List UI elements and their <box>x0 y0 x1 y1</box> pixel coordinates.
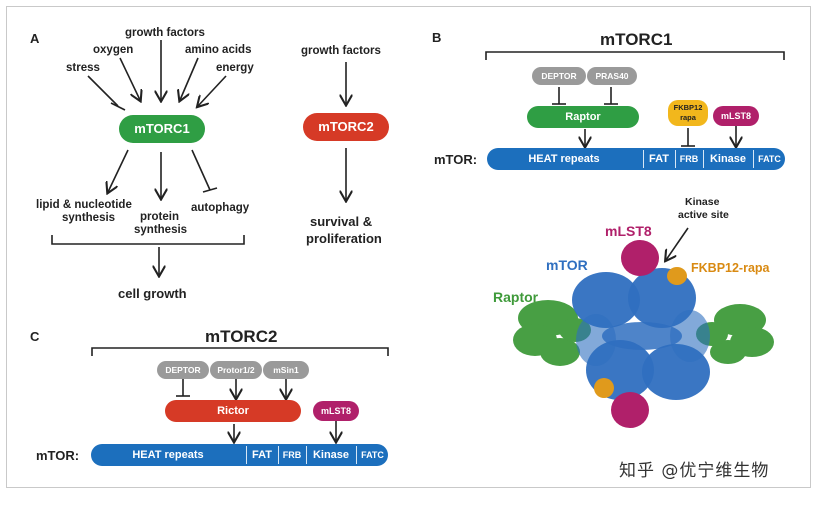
kinase-c: Kinase <box>312 449 350 461</box>
autophagy-label: autophagy <box>191 202 250 214</box>
kinase-site-label-1: Kinase <box>685 196 720 208</box>
proliferation-label: proliferation <box>306 231 382 246</box>
mtorc1-node: mTORC1 <box>119 115 205 143</box>
mtor-c-label: mTOR: <box>36 448 80 463</box>
divider <box>703 150 704 168</box>
mlst8-b-node: mLST8 <box>713 106 759 126</box>
cell-growth-bracket <box>51 235 245 245</box>
raptor-node: Raptor <box>527 106 639 128</box>
kinase-site-arrow <box>666 227 689 260</box>
autophagy-inhibit-line <box>191 149 211 191</box>
protor-node: Protor1/2 <box>210 361 262 379</box>
autophagy-inhibit-bar <box>202 187 218 193</box>
pras40-node: PRAS40 <box>587 67 637 85</box>
frb-c: FRB <box>282 450 302 460</box>
fkbp-node: FKBP12 rapa <box>668 100 708 126</box>
lipid-label: lipid & nucleotide <box>36 199 132 211</box>
stress-inhibit-bar <box>110 102 126 111</box>
panel-c-label: C <box>30 329 40 344</box>
watermark: 知乎 @优宁维生物 <box>619 461 770 481</box>
oxygen-label: oxygen <box>93 44 134 56</box>
mtorc1-structure <box>513 240 774 428</box>
oxygen-arrow <box>119 57 140 100</box>
mtor-b-domain-bar: HEAT repeats FAT FRB Kinase FATC <box>487 148 785 170</box>
mtorc2-bracket <box>91 347 389 356</box>
cell-growth-label: cell growth <box>118 286 187 301</box>
divider <box>356 446 357 464</box>
kinase-b: Kinase <box>709 153 747 165</box>
mtorc2-node: mTORC2 <box>303 113 389 141</box>
divider <box>306 446 307 464</box>
divider <box>753 150 754 168</box>
frb-b: FRB <box>679 154 699 164</box>
msin1-node: mSin1 <box>263 361 309 379</box>
fat-c: FAT <box>252 449 272 461</box>
mlst8-structure-label: mLST8 <box>605 223 652 239</box>
fkbp-label-2: rapa <box>680 113 696 122</box>
survival-label: survival & <box>310 214 373 229</box>
mtorc2-title: mTORC2 <box>205 327 278 346</box>
lipid-label-2: synthesis <box>62 212 116 224</box>
protein-label: protein <box>140 211 179 223</box>
heat-repeats-b: HEAT repeats <box>528 153 600 165</box>
mtor-b-label: mTOR: <box>434 152 478 167</box>
panel-b-label: B <box>432 30 442 45</box>
stress-inhibit-line <box>87 75 119 107</box>
figure-frame <box>6 6 811 488</box>
rictor-node: Rictor <box>165 400 301 422</box>
deptor-c-node: DEPTOR <box>157 361 209 379</box>
stress-label: stress <box>66 62 100 74</box>
fkbp-label-1: FKBP12 <box>673 103 703 112</box>
energy-label: energy <box>216 62 254 74</box>
heat-repeats-c: HEAT repeats <box>132 449 204 461</box>
fatc-c: FATC <box>361 450 384 460</box>
mtor-structure-label: mTOR <box>546 257 588 273</box>
panel-a-label: A <box>30 31 40 46</box>
mtorc2-input-label: growth factors <box>301 45 381 57</box>
mtorc1-title: mTORC1 <box>600 30 673 49</box>
kinase-site-label-2: active site <box>678 209 729 221</box>
mtor-c-domain-bar: HEAT repeats FAT FRB Kinase FATC <box>91 444 388 466</box>
fatc-b: FATC <box>758 154 781 164</box>
divider <box>675 150 676 168</box>
deptor-b-node: DEPTOR <box>532 67 586 85</box>
energy-arrow <box>198 75 227 106</box>
amino-acids-arrow <box>180 57 199 100</box>
fkbp-structure-label: FKBP12-rapa <box>691 261 770 275</box>
mtorc1-bracket <box>485 51 785 60</box>
growth-factors-label: growth factors <box>125 27 205 39</box>
divider <box>278 446 279 464</box>
divider <box>643 150 644 168</box>
divider <box>246 446 247 464</box>
protein-label-2: synthesis <box>134 224 188 236</box>
amino-acids-label: amino acids <box>185 44 252 56</box>
lipid-arrow <box>108 149 129 192</box>
fat-b: FAT <box>649 153 669 165</box>
mlst8-c-node: mLST8 <box>313 401 359 421</box>
raptor-structure-label: Raptor <box>493 289 539 305</box>
